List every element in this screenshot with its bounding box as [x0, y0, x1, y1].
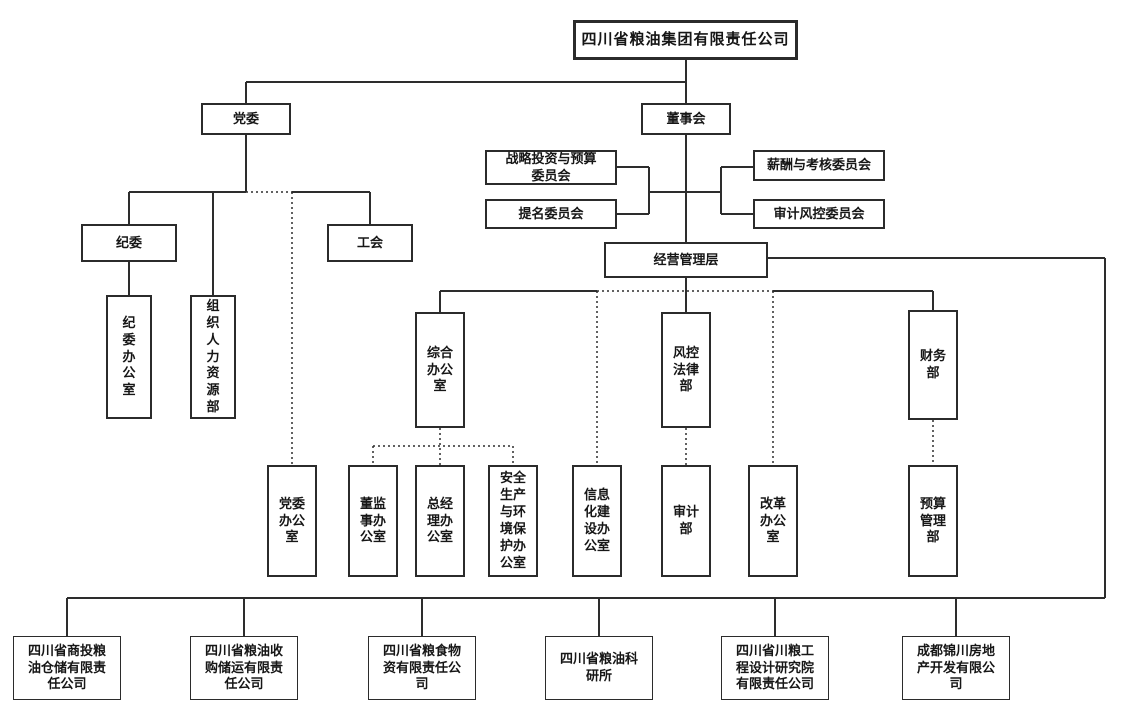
- node-subsidiary-grain-storage: 四川省商投粮油仓储有限责任公司: [13, 636, 121, 700]
- party-office-label: 党委办公室: [278, 495, 305, 545]
- node-safety-environment-office: 安全生产与环境保护办公室: [488, 465, 538, 577]
- org-hr-dept-label: 组织人力资源部: [206, 297, 220, 415]
- node-gm-office: 总经理办公室: [415, 465, 465, 577]
- node-budget-management-dept: 预算管理部: [908, 465, 958, 577]
- board-supervisors-office-label: 董监事办公室: [359, 495, 386, 545]
- node-discipline-committee: 纪委: [81, 224, 177, 262]
- general-office-label: 综合办公室: [426, 344, 453, 394]
- reform-office-label: 改革办公室: [759, 495, 786, 545]
- committee-audit-risk-label: 审计风控委员会: [773, 205, 865, 221]
- audit-dept-label: 审计部: [672, 504, 699, 536]
- finance-dept-label: 财务部: [919, 348, 946, 380]
- node-labor-union: 工会: [327, 224, 413, 262]
- node-audit-dept: 审计部: [661, 465, 711, 577]
- it-construction-office-label: 信息化建设办公室: [583, 487, 610, 553]
- node-general-office: 综合办公室: [415, 312, 465, 428]
- subsidiary-real-estate-label: 成都锦川房地产开发有限公司: [916, 642, 995, 692]
- board-label: 董事会: [666, 110, 706, 126]
- dotted-connectors: [246, 191, 934, 465]
- node-subsidiary-purchase-transport: 四川省粮油收购储运有限责任公司: [190, 636, 298, 700]
- committee-compensation-label: 薪酬与考核委员会: [766, 157, 871, 173]
- node-risk-legal-dept: 风控法律部: [661, 312, 711, 428]
- node-subsidiary-real-estate: 成都锦川房地产开发有限公司: [902, 636, 1010, 700]
- party-committee-label: 党委: [232, 110, 259, 126]
- node-board-supervisors-office: 董监事办公室: [348, 465, 398, 577]
- node-company-root: 四川省粮油集团有限责任公司: [573, 20, 798, 60]
- subsidiary-research-institute-label: 四川省粮油科研所: [559, 651, 638, 683]
- subsidiary-purchase-transport-label: 四川省粮油收购储运有限责任公司: [204, 642, 283, 692]
- solid-connectors: [66, 60, 1106, 636]
- discipline-office-label: 纪委办公室: [122, 314, 136, 398]
- node-party-office: 党委办公室: [267, 465, 317, 577]
- node-finance-dept: 财务部: [908, 310, 958, 420]
- labor-union-label: 工会: [356, 234, 383, 250]
- committee-strategy-label: 战略投资与预算 委员会: [505, 150, 597, 183]
- gm-office-label: 总经理办公室: [426, 495, 453, 545]
- node-discipline-office: 纪委办公室: [106, 295, 152, 419]
- node-subsidiary-grain-materials: 四川省粮食物资有限责任公司: [368, 636, 476, 700]
- node-reform-office: 改革办公室: [748, 465, 798, 577]
- committee-nomination-label: 提名委员会: [518, 205, 584, 221]
- subsidiary-engineering-design-label: 四川省川粮工程设计研究院有限责任公司: [735, 642, 814, 692]
- node-subsidiary-research-institute: 四川省粮油科研所: [545, 636, 653, 700]
- node-management: 经营管理层: [604, 242, 768, 278]
- discipline-committee-label: 纪委: [115, 234, 142, 250]
- safety-environment-office-label: 安全生产与环境保护办公室: [499, 470, 526, 570]
- node-committee-nomination: 提名委员会: [485, 199, 617, 229]
- node-subsidiary-engineering-design: 四川省川粮工程设计研究院有限责任公司: [721, 636, 829, 700]
- budget-management-dept-label: 预算管理部: [919, 495, 946, 545]
- node-committee-strategy-investment-budget: 战略投资与预算 委员会: [485, 150, 617, 185]
- node-committee-compensation-appraisal: 薪酬与考核委员会: [753, 150, 885, 181]
- node-party-committee: 党委: [201, 103, 291, 135]
- node-it-construction-office: 信息化建设办公室: [572, 465, 622, 577]
- node-org-hr-dept: 组织人力资源部: [190, 295, 236, 419]
- subsidiary-grain-storage-label: 四川省商投粮油仓储有限责任公司: [27, 642, 106, 692]
- risk-legal-dept-label: 风控法律部: [672, 344, 699, 394]
- subsidiary-grain-materials-label: 四川省粮食物资有限责任公司: [382, 642, 461, 692]
- node-board: 董事会: [641, 103, 731, 135]
- node-committee-audit-risk: 审计风控委员会: [753, 199, 885, 229]
- company-root-label: 四川省粮油集团有限责任公司: [581, 31, 790, 49]
- management-label: 经营管理层: [653, 251, 719, 267]
